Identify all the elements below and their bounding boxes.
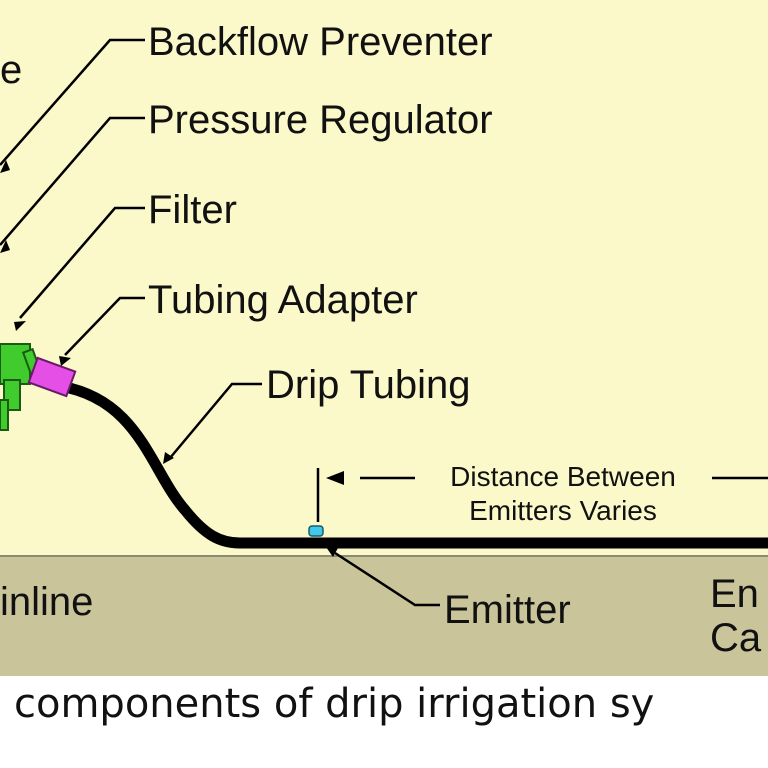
arrowheads bbox=[0, 160, 344, 557]
drip-tubing bbox=[58, 380, 768, 549]
distance-line-1: Distance Between bbox=[450, 461, 676, 492]
label-filter: Filter bbox=[148, 188, 237, 232]
leader-lines bbox=[0, 38, 768, 607]
label-emitter: Emitter bbox=[444, 588, 571, 632]
label-distance-between-emitters: Distance Between Emitters Varies bbox=[418, 460, 708, 528]
label-pressure-regulator: Pressure Regulator bbox=[148, 98, 493, 142]
valve-assembly bbox=[0, 343, 45, 431]
label-tubing-adapter: Tubing Adapter bbox=[148, 278, 418, 322]
label-end-cap-line1: En bbox=[710, 572, 759, 616]
emitter bbox=[308, 525, 324, 537]
label-drip-tubing: Drip Tubing bbox=[266, 363, 471, 407]
label-backflow-preventer: Backflow Preventer bbox=[148, 20, 493, 64]
label-end-cap-line2: Ca bbox=[710, 616, 762, 660]
ground bbox=[0, 556, 768, 676]
label-mainline: inline bbox=[0, 580, 94, 624]
distance-line-2: Emitters Varies bbox=[469, 495, 657, 526]
label-partial-top: e bbox=[0, 48, 23, 92]
tubing-adapter bbox=[27, 356, 77, 398]
figure-caption: components of drip irrigation sy bbox=[14, 681, 655, 727]
